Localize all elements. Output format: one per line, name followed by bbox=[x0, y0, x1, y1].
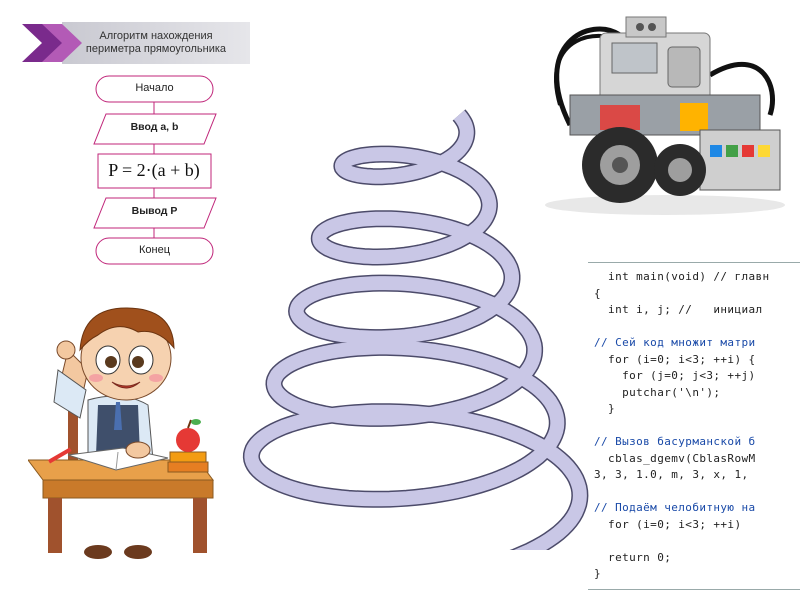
flowchart-output-shape bbox=[93, 197, 217, 229]
code-line: for (i=0; i<3; ++i) { bbox=[594, 352, 756, 366]
code-line bbox=[594, 533, 800, 550]
flowchart-input-label: Ввод a, b bbox=[130, 121, 179, 133]
flowchart bbox=[93, 75, 217, 265]
code-line: } bbox=[594, 402, 616, 415]
flowchart-end-label: Конец bbox=[138, 244, 171, 256]
boy-at-desk-illustration bbox=[28, 307, 214, 559]
code-line: int i, j; // инициал bbox=[594, 303, 763, 316]
flowchart-formula: P = 2·(a + b) bbox=[108, 160, 200, 180]
algorithm-banner bbox=[22, 22, 250, 64]
banner-title: Алгоритм нахождения периметра прямоуголь… bbox=[70, 24, 242, 62]
code-comment-line: // Вызов басурманской б bbox=[594, 435, 756, 448]
code-line: for (i=0; i<3; ++i) bbox=[594, 517, 742, 531]
banner-title-line2: периметра прямоугольника bbox=[85, 43, 227, 55]
code-line: cblas_dgemv(CblasRowM bbox=[594, 451, 756, 465]
flowchart-input-shape bbox=[93, 113, 217, 145]
code-comment-line: // Подаём челобитную на bbox=[594, 501, 756, 514]
spring-helix bbox=[242, 109, 589, 550]
flowchart-start-label: Начало bbox=[135, 82, 174, 94]
code-line: int main(void) // главн bbox=[594, 270, 770, 283]
code-comment-line: // Сей код множит матри bbox=[594, 336, 756, 349]
banner-title-line1: Алгоритм нахождения bbox=[99, 30, 213, 42]
code-line: putchar('\n'); bbox=[594, 385, 721, 399]
code-line: 3, 3, 1.0, m, 3, x, 1, bbox=[594, 468, 749, 481]
code-line: { bbox=[594, 286, 602, 300]
code-line bbox=[594, 418, 800, 435]
code-line: for (j=0; j<3; ++j) bbox=[594, 369, 756, 382]
code-line: return 0; bbox=[594, 550, 672, 564]
spring-coils bbox=[242, 109, 589, 550]
code-line bbox=[594, 484, 800, 501]
spring-body bbox=[244, 110, 587, 550]
code-line: } bbox=[594, 567, 602, 580]
code-line bbox=[594, 319, 800, 336]
flowchart-output-label: Вывод P bbox=[131, 205, 178, 217]
code-lines: int main(void) // главн { int i, j; // ин… bbox=[588, 263, 800, 583]
code-listing: int main(void) // главн { int i, j; // ин… bbox=[588, 262, 800, 590]
robot-illustration bbox=[545, 16, 785, 215]
